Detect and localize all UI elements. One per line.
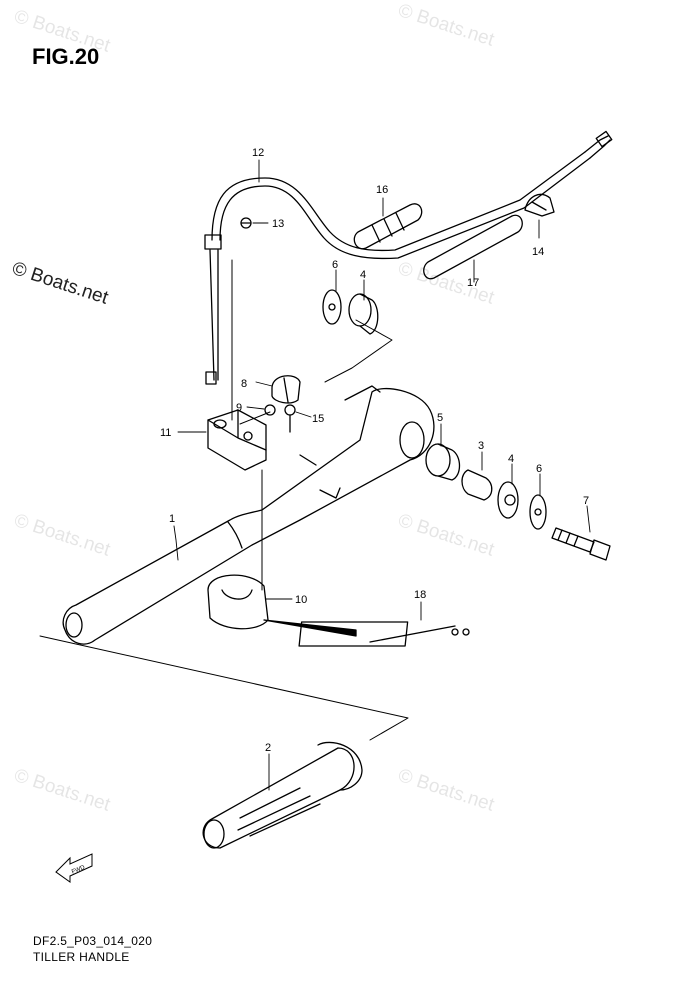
callout-4-lower: 4	[508, 453, 514, 465]
throttle-cable	[204, 130, 613, 385]
callout-10: 10	[295, 594, 307, 606]
bushing-5	[425, 443, 461, 481]
knob	[271, 375, 301, 404]
tube	[423, 214, 523, 280]
cable-holder	[524, 193, 555, 217]
decal-pointer	[263, 619, 357, 637]
collar-lower	[497, 481, 519, 519]
decal	[298, 621, 470, 647]
callout-18: 18	[414, 589, 426, 601]
screw-13	[240, 217, 252, 229]
callout-1: 1	[169, 513, 175, 525]
fwd-arrow-icon: FWD	[55, 853, 93, 883]
callout-14: 14	[532, 246, 544, 258]
collar-upper	[348, 293, 379, 335]
callout-2: 2	[265, 742, 271, 754]
clamp-upper	[207, 409, 267, 471]
nut	[264, 404, 276, 416]
screw-15	[284, 404, 296, 433]
washer-lower	[529, 494, 547, 530]
callout-17: 17	[467, 277, 479, 289]
callout-7: 7	[583, 495, 589, 507]
leader-lines	[173, 159, 591, 791]
grip	[202, 741, 363, 849]
callout-3: 3	[478, 440, 484, 452]
callout-8: 8	[241, 378, 247, 390]
bolt	[551, 527, 611, 561]
callout-6-lower: 6	[536, 463, 542, 475]
callout-9: 9	[236, 402, 242, 414]
figure-name: TILLER HANDLE	[33, 950, 130, 964]
callout-12: 12	[252, 147, 264, 159]
tiller-arm	[62, 385, 435, 645]
callout-16: 16	[376, 184, 388, 196]
guide-lines	[39, 259, 409, 741]
washer-upper	[322, 289, 342, 325]
grommet	[353, 203, 423, 250]
figure-code: DF2.5_P03_014_020	[33, 934, 153, 948]
fwd-label: FWD	[71, 865, 87, 876]
clamp-lower	[207, 574, 269, 630]
callout-11: 11	[160, 427, 171, 439]
callout-6-upper: 6	[332, 259, 338, 271]
callout-5: 5	[437, 412, 443, 424]
callout-labels: 1 2 3 4 4 5 6 6 7 8 9 10 11 12 13 14 15 …	[160, 147, 589, 754]
callout-15: 15	[312, 413, 324, 425]
callout-13: 13	[272, 218, 284, 230]
figure-title: FIG.20	[32, 44, 100, 69]
collar-3	[461, 469, 493, 501]
callout-4-upper: 4	[360, 269, 366, 281]
